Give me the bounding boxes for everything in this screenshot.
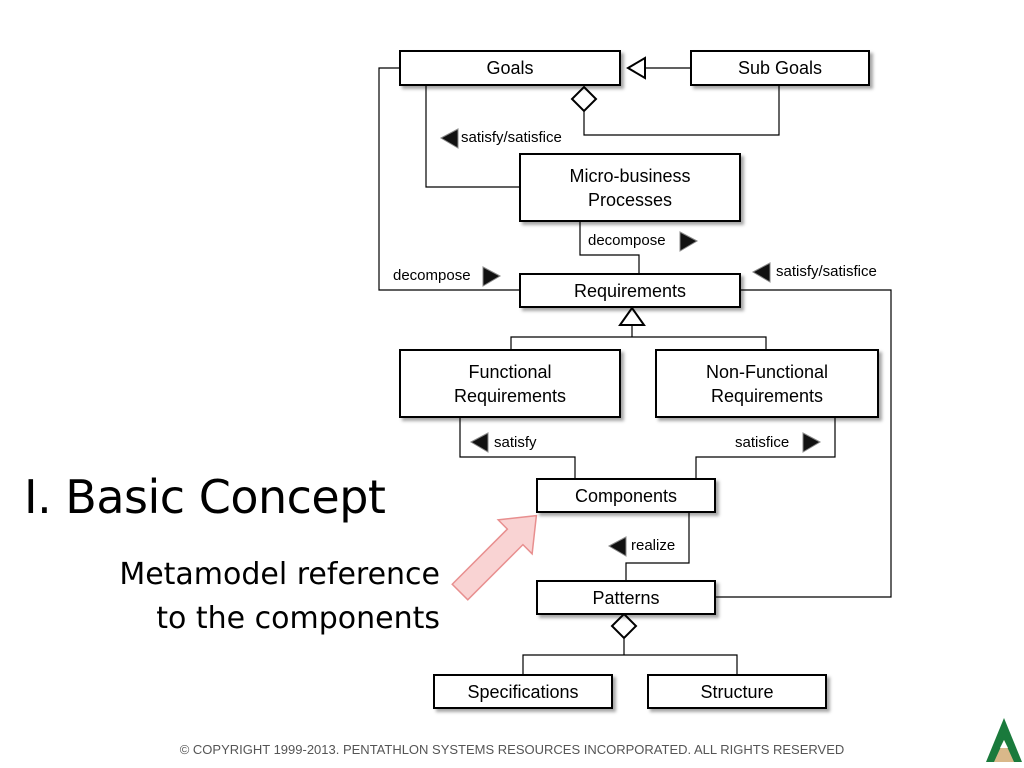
slide-subtitle: Metamodel reference to the components — [119, 557, 440, 636]
copyright-footer: © COPYRIGHT 1999-2013. PENTATHLON SYSTEM… — [179, 742, 845, 757]
generalization-triangle-requirements — [618, 306, 646, 326]
node-components: Components — [536, 478, 716, 513]
edge-label-decompose: decompose — [588, 232, 666, 249]
slide-title: I. Basic Concept — [24, 470, 386, 524]
edge-functional-components — [459, 418, 576, 478]
edge-label-realize: realize — [631, 537, 676, 554]
direction-left-icon — [607, 536, 627, 557]
company-logo-icon — [986, 718, 1022, 762]
edge-goals-microbusiness — [425, 86, 519, 188]
edge-patterns-requirements — [716, 289, 892, 598]
direction-left-icon — [469, 432, 489, 453]
direction-left-icon — [439, 128, 459, 149]
edge-microbusiness-requirements — [579, 222, 640, 273]
node-specifications: Specifications — [433, 674, 613, 709]
node-structure: Structure — [647, 674, 827, 709]
node-patterns: Patterns — [536, 580, 716, 615]
edge-components-patterns — [625, 513, 690, 580]
edge-label-satisfy-satisfice-right: satisfy/satisfice — [776, 263, 877, 280]
node-functional-requirements: Functional Requirements — [399, 349, 621, 418]
node-requirements: Requirements — [519, 273, 741, 308]
node-sub-goals: Sub Goals — [690, 50, 870, 86]
generalization-triangle-goals — [626, 56, 646, 80]
edge-goals-requirements — [378, 67, 519, 291]
node-non-functional-requirements: Non-Functional Requirements — [655, 349, 879, 418]
node-micro-business-processes: Micro-business Processes — [519, 153, 741, 222]
node-goals: Goals — [399, 50, 621, 86]
aggregation-diamond-goals — [570, 85, 598, 113]
edge-patterns-bar — [522, 654, 738, 674]
direction-right-icon — [482, 266, 502, 287]
direction-left-icon — [751, 262, 771, 283]
edge-label-satisfy-satisfice: satisfy/satisfice — [461, 129, 562, 146]
callout-arrow — [451, 514, 538, 601]
edge-label-satisfice: satisfice — [735, 434, 790, 451]
direction-right-icon — [679, 231, 699, 252]
edge-subgoals-aggregation — [583, 86, 780, 136]
edge-generalization-bar — [510, 336, 767, 349]
direction-right-icon — [802, 432, 822, 453]
aggregation-diamond-patterns — [610, 612, 638, 640]
edge-label-satisfy: satisfy — [494, 434, 537, 451]
edge-label-decompose-left: decompose — [393, 267, 471, 284]
edge-nonfunctional-components — [695, 418, 836, 478]
